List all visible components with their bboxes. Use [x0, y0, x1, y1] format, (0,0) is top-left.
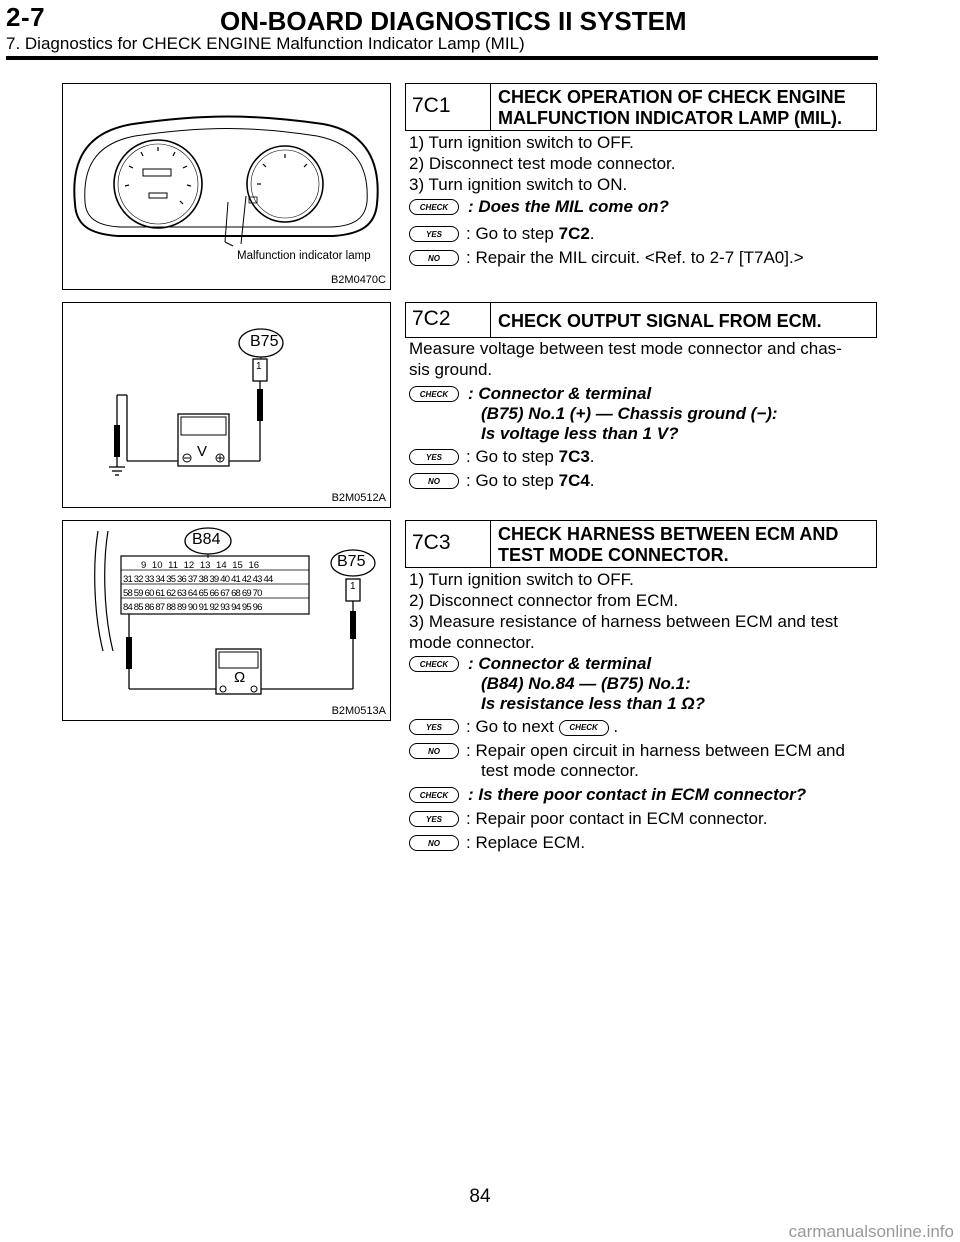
figure-resistance-check: B84 B75 1 Ω 9 10 11 12 13 14 15 16 31 32…: [62, 520, 391, 721]
pin-label: 1: [256, 361, 262, 372]
no-badge: NO: [409, 473, 459, 489]
resistance-check-diagram: [94, 527, 376, 695]
divider: [490, 303, 491, 337]
check-question-line: (B84) No.84 — (B75) No.1:: [481, 674, 691, 693]
step-title: CHECK OUTPUT SIGNAL FROM ECM.: [498, 311, 822, 331]
instruction-line: mode connector.: [409, 633, 535, 652]
no-answer: : Replace ECM.: [466, 833, 586, 852]
instruction-line: 1) Turn ignition switch to OFF.: [409, 133, 634, 152]
step-title: CHECK HARNESS BETWEEN ECM AND TEST MODE …: [498, 524, 839, 565]
instruction-line: Measure voltage between test mode connec…: [409, 339, 842, 358]
pin-row: 58 59 60 61 62 63 64 65 66 67 68 69 70: [123, 588, 262, 599]
ecm-connector-pin-grid: 9 10 11 12 13 14 15 16 31 32 33 34 35 36…: [123, 559, 309, 615]
pin-label: 1: [350, 581, 356, 592]
check-question-line: (B75) No.1 (+) — Chassis ground (−):: [481, 404, 778, 423]
no-answer: : Go to step 7C4.: [466, 471, 595, 490]
step-7c2-header: 7C2 CHECK OUTPUT SIGNAL FROM ECM.: [405, 302, 877, 338]
voltage-check-diagram: [109, 328, 284, 476]
step-link[interactable]: 7C3: [558, 447, 590, 466]
ohmmeter-symbol: Ω: [234, 669, 246, 686]
yes-answer: : Go to step 7C3.: [466, 447, 595, 466]
yes-answer: : Go to next CHECK .: [466, 717, 619, 736]
instruction-line: 1) Turn ignition switch to OFF.: [409, 570, 634, 589]
page-subtitle: 7. Diagnostics for CHECK ENGINE Malfunct…: [6, 34, 525, 53]
figure-combination-meter: Malfunction indicator lamp B2M0470C: [62, 83, 391, 290]
check-badge: CHECK: [558, 719, 609, 736]
pin-row: 31 32 33 34 35 36 37 38 39 40 41 42 43 4…: [123, 574, 273, 585]
step-title: CHECK OPERATION OF CHECK ENGINE MALFUNCT…: [498, 87, 846, 128]
mil-callout-label: Malfunction indicator lamp: [237, 250, 371, 262]
instruction-line: sis ground.: [409, 360, 493, 379]
connector-b75-label: B75: [337, 553, 366, 570]
page-number: 84: [469, 1186, 491, 1207]
figure-code: B2M0512A: [331, 492, 386, 504]
instruction-line: 3) Measure resistance of harness between…: [409, 612, 838, 631]
check-badge: CHECK: [409, 656, 459, 672]
pin-row: 9 10 11 12 13 14 15 16: [141, 560, 260, 571]
no-badge: NO: [409, 835, 459, 851]
header-rule: [6, 56, 878, 60]
no-answer: : Repair the MIL circuit. <Ref. to 2-7 […: [466, 248, 804, 267]
figure-code: B2M0513A: [331, 705, 386, 717]
yes-badge: YES: [409, 449, 459, 465]
page-title: ON-BOARD DIAGNOSTICS II SYSTEM: [220, 6, 687, 36]
no-answer-line: test mode connector.: [481, 761, 639, 780]
step-link[interactable]: 7C2: [558, 224, 590, 243]
step-id: 7C1: [412, 94, 451, 117]
step-id: 7C3: [412, 531, 451, 554]
yes-answer: : Go to step 7C2.: [466, 224, 595, 243]
no-badge: NO: [409, 743, 459, 759]
instruction-line: 2) Disconnect test mode connector.: [409, 154, 676, 173]
voltmeter-symbol: V: [197, 443, 208, 460]
figure-code: B2M0470C: [330, 274, 386, 286]
section-number: 2-7: [6, 2, 46, 32]
check-badge: CHECK: [409, 199, 459, 215]
yes-badge: YES: [409, 811, 459, 827]
check-question: : Does the MIL come on?: [468, 197, 669, 216]
divider: [490, 84, 491, 130]
check-question: : Is there poor contact in ECM connector…: [468, 785, 807, 804]
step-7c3-header: 7C3 CHECK HARNESS BETWEEN ECM AND TEST M…: [405, 520, 877, 568]
divider: [490, 521, 491, 567]
step-7c1-header: 7C1 CHECK OPERATION OF CHECK ENGINE MALF…: [405, 83, 877, 131]
check-question: : Connector & terminal: [468, 654, 652, 673]
figure-voltage-check: B75 1 V B2M0512A: [62, 302, 391, 508]
connector-b75-label: B75: [250, 333, 279, 350]
check-question-line: Is resistance less than 1 Ω?: [481, 694, 705, 713]
instruction-line: 2) Disconnect connector from ECM.: [409, 591, 679, 610]
yes-badge: YES: [409, 226, 459, 242]
connector-b84-label: B84: [192, 531, 221, 548]
no-badge: NO: [409, 250, 459, 266]
combination-meter-illustration: [73, 115, 379, 247]
watermark: carmanualsonline.info: [788, 1222, 954, 1241]
pin-row: 84 85 86 87 88 89 90 91 92 93 94 95 96: [123, 602, 262, 613]
step-link[interactable]: 7C4: [558, 471, 590, 490]
check-badge: CHECK: [409, 787, 459, 803]
yes-answer: : Repair poor contact in ECM connector.: [466, 809, 768, 828]
check-question-line: Is voltage less than 1 V?: [481, 424, 679, 443]
instruction-line: 3) Turn ignition switch to ON.: [409, 175, 628, 194]
step-id: 7C2: [412, 307, 451, 330]
check-question: : Connector & terminal: [468, 384, 652, 403]
yes-badge: YES: [409, 719, 459, 735]
no-answer: : Repair open circuit in harness between…: [466, 741, 845, 760]
check-badge: CHECK: [409, 386, 459, 402]
